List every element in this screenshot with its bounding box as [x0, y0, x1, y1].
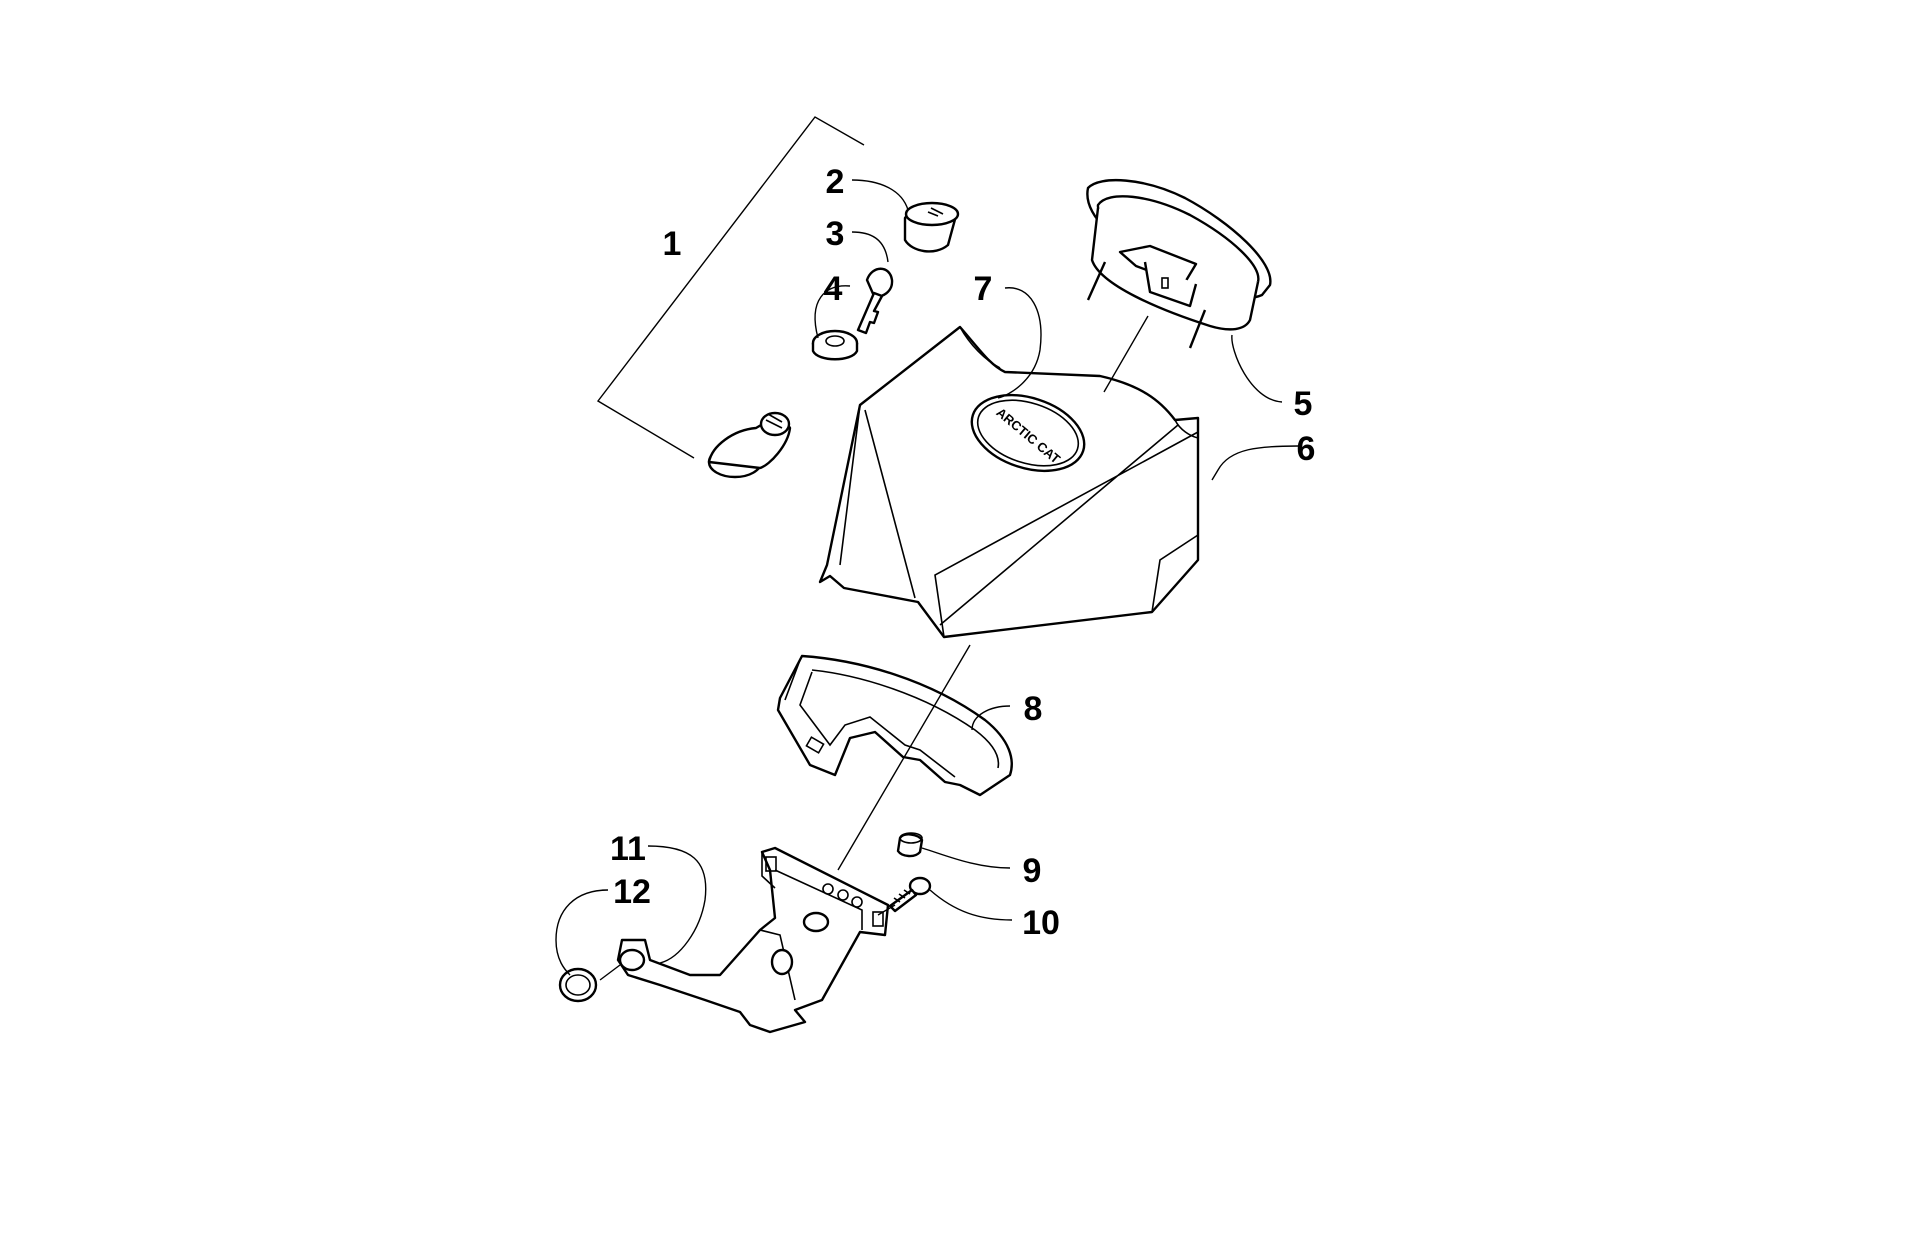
part-logo-emblem: ARCTIC CAT — [970, 393, 1086, 473]
part-key — [856, 267, 894, 335]
callout-11: 11 — [610, 830, 646, 868]
part-screw — [888, 876, 932, 913]
leader-lines — [555, 179, 1299, 976]
assembly-lines — [599, 315, 1149, 981]
part-dash-shroud — [818, 325, 1200, 639]
callout-10: 10 — [1022, 904, 1060, 942]
callout-8: 8 — [1024, 690, 1043, 728]
part-bezel-nut — [811, 329, 859, 361]
callout-9: 9 — [1023, 852, 1042, 890]
assembly-bracket — [596, 116, 865, 459]
callout-5: 5 — [1294, 385, 1313, 423]
part-mount-bracket — [616, 846, 890, 1034]
callout-12: 12 — [613, 873, 651, 911]
part-rubber-plug — [558, 967, 598, 1003]
part-gauge-housing — [776, 654, 1013, 797]
callout-6: 6 — [1297, 430, 1316, 468]
part-gauge — [1086, 179, 1272, 349]
part-grommet — [896, 832, 924, 858]
callout-7: 7 — [974, 270, 993, 308]
callout-4: 4 — [824, 270, 843, 308]
callout-1: 1 — [663, 225, 682, 263]
part-lock-cap — [903, 201, 960, 253]
callout-3: 3 — [826, 215, 845, 253]
callout-labels: 1 2 3 4 5 6 7 8 9 10 11 12 — [610, 163, 1315, 942]
part-ignition-switch — [707, 411, 792, 479]
callout-2: 2 — [826, 163, 845, 201]
